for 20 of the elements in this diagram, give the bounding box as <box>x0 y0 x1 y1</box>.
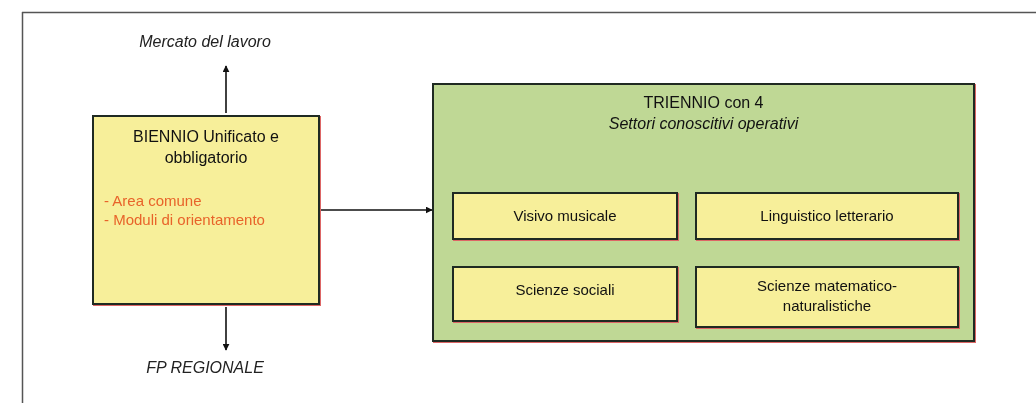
outcome-label: FP REGIONALE <box>146 358 264 378</box>
box-heading: Scienze matematico-naturalistiche <box>755 276 899 315</box>
arrow <box>222 306 230 351</box>
process-box <box>452 192 678 240</box>
box-heading: Visivo musicale <box>513 206 617 226</box>
arrow <box>319 206 433 214</box>
arrow <box>222 65 230 114</box>
outcome-label: Mercato del lavoro <box>139 32 271 52</box>
box-heading: Linguistico letterario <box>760 206 894 226</box>
process-box <box>695 192 959 240</box>
box-heading: Scienze sociali <box>515 280 615 300</box>
group-box <box>432 83 975 342</box>
box-heading: BIENNIO Unificato e obbligatorio <box>132 127 280 168</box>
process-box <box>452 266 678 322</box>
box-text: Settori conoscitivi operativi <box>608 113 799 134</box>
box-text: - Area comune <box>104 190 203 211</box>
box-text: - Moduli di orientamento <box>104 210 266 230</box>
process-box <box>92 115 320 305</box>
box-heading: TRIENNIO con 4 <box>643 93 764 113</box>
process-box <box>695 266 959 328</box>
